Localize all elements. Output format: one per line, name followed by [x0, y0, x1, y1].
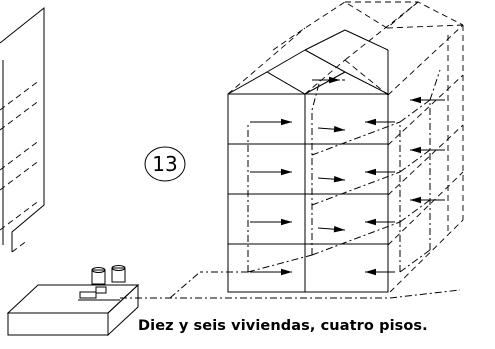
cistern-tank — [6, 265, 140, 337]
supply-arrow-head — [281, 218, 292, 226]
supply-arrow-head — [281, 118, 292, 126]
supply-arrow-head — [410, 96, 421, 104]
supply-arrow-head — [365, 168, 376, 176]
supply-arrow-head — [333, 125, 345, 133]
supply-arrow-head — [333, 225, 345, 233]
supply-arrow-head — [333, 175, 345, 183]
supply-arrow-head — [410, 146, 421, 154]
left-building-fragment — [0, 6, 45, 253]
supply-arrow-head — [410, 196, 421, 204]
supply-arrow-head — [281, 168, 292, 176]
supply-arrows — [250, 76, 445, 276]
figure-number: 13 — [152, 152, 177, 176]
figure-caption: Diez y seis viviendas, cuatro pisos. — [138, 318, 428, 334]
figure-number-badge: 13 — [144, 146, 186, 182]
supply-arrow-head — [365, 268, 376, 276]
supply-arrow-head — [281, 268, 292, 276]
distribution-pipes — [120, 69, 461, 299]
building-back-volume — [227, 1, 464, 293]
supply-arrow-head — [365, 118, 376, 126]
supply-arrow-head — [329, 76, 340, 84]
supply-arrow-head — [365, 218, 376, 226]
building-front-volume — [227, 29, 389, 293]
